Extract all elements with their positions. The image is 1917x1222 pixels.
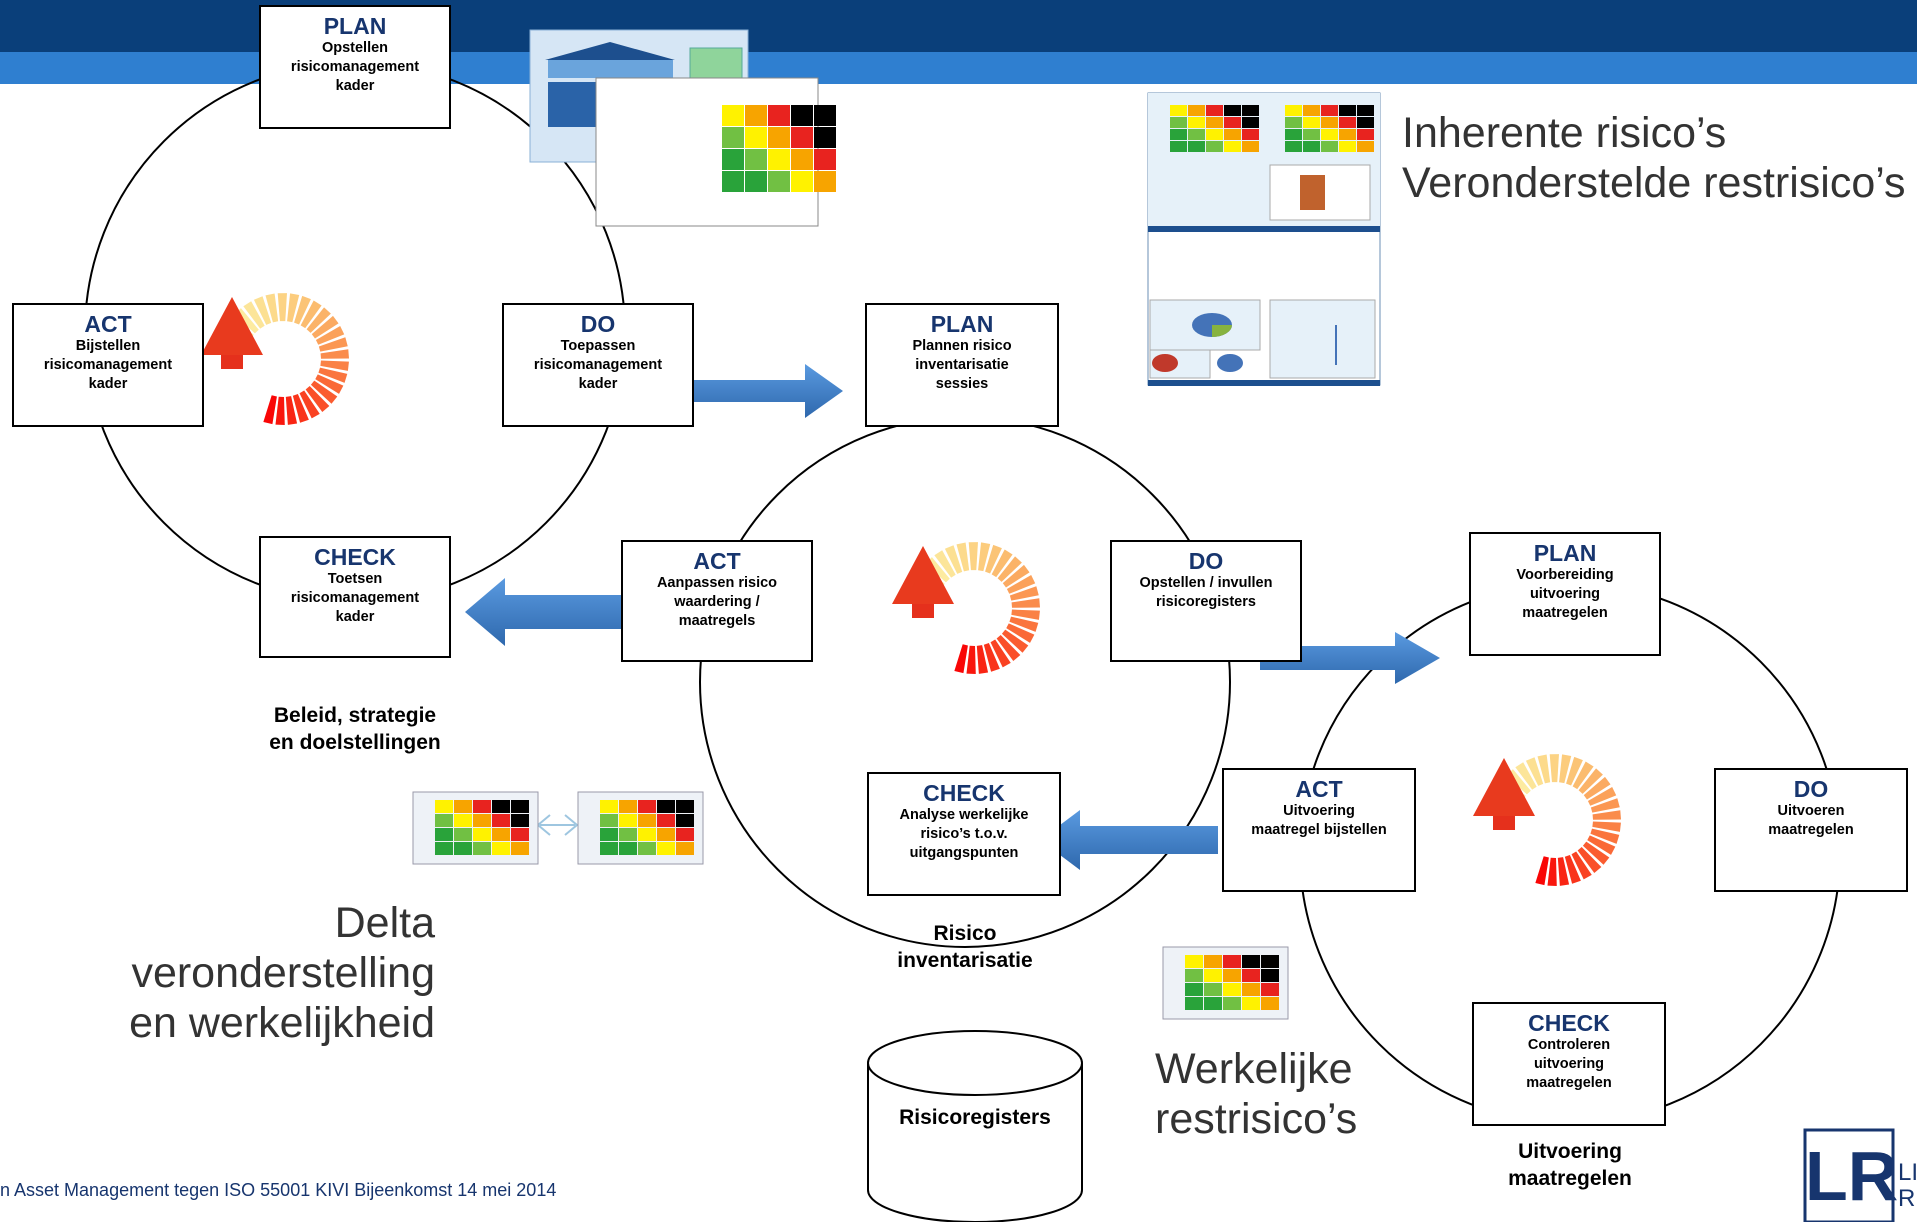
strategy-document-thumbnail [529,29,836,227]
cycle2-act-text: Aanpassen risico waardering / maatregels [656,575,778,629]
cycle2-do-heading: DO [1188,548,1224,574]
cycle3-plan-heading: PLAN [1533,540,1597,566]
text-werkelijke: Werkelijke restrisico’s [1155,1045,1358,1143]
cycle1-plan-box: PLAN Opstellen risicomanagement kader [259,5,451,129]
lr-logo-text: LI R [1898,1159,1917,1212]
database-cylinder-icon [867,1030,1083,1222]
cycle2-label: Risico inventarisatie [897,922,1033,972]
cycle2-check-box: CHECK Analyse werkelijke risico’s t.o.v.… [867,772,1061,896]
cycle2-act-box: ACT Aanpassen risico waardering / maatre… [621,540,813,662]
cycle2-plan-heading: PLAN [930,311,994,337]
cycle3-check-box: CHECK Controleren uitvoering maatregelen [1472,1002,1666,1126]
arrow-act2-to-check1 [465,578,645,646]
cycle1-act-box: ACT Bijstellen risicomanagement kader [12,303,204,427]
cycle2-do-text: Opstellen / invullen risicoregisters [1139,575,1273,610]
cycle1-check-box: CHECK Toetsen risicomanagement kader [259,536,451,658]
risk-matrix-icon [412,791,539,865]
lr-logo-mark: LR [1805,1137,1899,1215]
cycle1-do-text: Toepassen risicomanagement kader [533,338,663,392]
cycle3-plan-box: PLAN Voorbereiding uitvoering maatregele… [1469,532,1661,656]
cycle3-do-text: Uitvoeren maatregelen [1768,803,1854,838]
cycle3-do-heading: DO [1793,776,1829,802]
cycle1-check-heading: CHECK [314,544,396,570]
arrow-act3-to-check2 [1040,810,1218,870]
risk-matrix-icon [1162,946,1289,1020]
cycle3-check-text: Controleren uitvoering maatregelen [1526,1037,1612,1091]
text-delta: Delta veronderstelling en werkelijkheid [129,899,435,1047]
cycle3-act-text: Uitvoering maatregel bijstellen [1251,803,1387,838]
cycle3-label: Uitvoering maatregelen [1508,1140,1632,1190]
cycle2-do-box: DO Opstellen / invullen risicoregisters [1110,540,1302,662]
cycle-arrow-icon [201,293,349,425]
cycle1-plan-text: Opstellen risicomanagement kader [290,40,420,94]
cycle-arrow-icon [1473,754,1621,886]
risk-matrix-icon [577,791,704,865]
cycle1-label: Beleid, strategie en doelstellingen [269,704,441,754]
cycle1-do-heading: DO [580,311,616,337]
arrow-do2-to-plan3 [1260,632,1440,684]
cycle-arrow-icon [892,542,1040,674]
cycle2-plan-text: Plannen risico inventarisatie sessies [912,338,1012,392]
lr-logo [1803,1128,1895,1222]
cycle2-check-text: Analyse werkelijke risico’s t.o.v. uitga… [899,807,1029,861]
cycle1-plan-heading: PLAN [323,13,387,39]
cycle2-plan-box: PLAN Plannen risico inventarisatie sessi… [865,303,1059,427]
cycle3-plan-text: Voorbereiding uitvoering maatregelen [1516,567,1614,621]
arrow-do1-to-plan2 [655,364,843,418]
cycle1-do-box: DO Toepassen risicomanagement kader [502,303,694,427]
cycle1-act-text: Bijstellen risicomanagement kader [43,338,173,392]
double-arrow-icon [536,814,579,836]
cycle3-act-heading: ACT [1295,776,1343,802]
cycle2-act-heading: ACT [693,548,741,574]
cycle3-do-box: DO Uitvoeren maatregelen [1714,768,1908,892]
cycle3-check-heading: CHECK [1528,1010,1610,1036]
cycle2-check-heading: CHECK [923,780,1005,806]
cycle3-act-box: ACT Uitvoering maatregel bijstellen [1222,768,1416,892]
cycle1-act-heading: ACT [84,311,132,337]
risk-dashboard-thumbnail [1147,92,1381,386]
text-inherente: Inherente risico’s Veronderstelde restri… [1402,109,1906,207]
cycle1-check-text: Toetsen risicomanagement kader [290,571,420,625]
cylinder-label: Risicoregisters [899,1106,1051,1129]
footer-text: n Asset Management tegen ISO 55001 KIVI … [0,1180,557,1200]
